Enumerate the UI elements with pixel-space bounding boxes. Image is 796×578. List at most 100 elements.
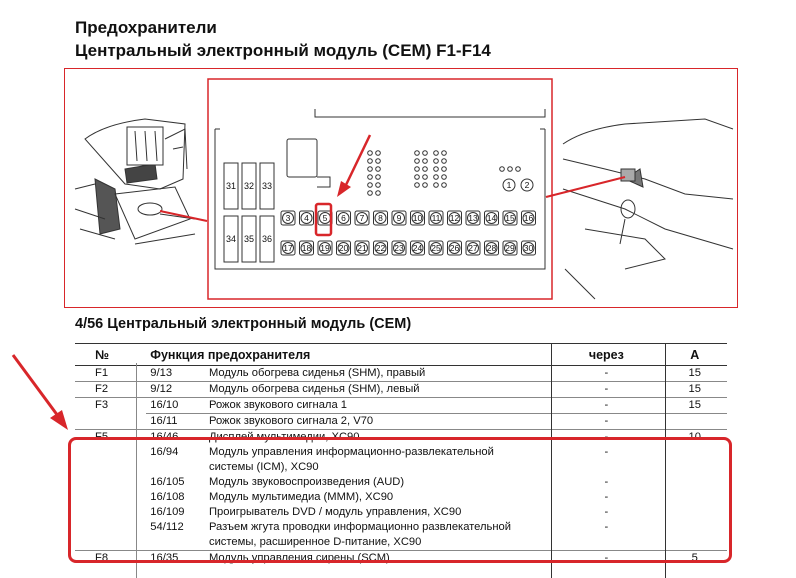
fuse-label: 2 — [525, 180, 530, 190]
fuse-label: 28 — [487, 243, 497, 253]
cell-func: Рожок звукового сигнала 2, V70 — [204, 413, 551, 430]
page-title: Предохранители — [75, 18, 217, 37]
fuse-6: 6 — [336, 210, 351, 226]
fuse-label: 8 — [378, 213, 383, 223]
fuse-10: 10 — [410, 210, 425, 226]
fuse-label: 3 — [286, 213, 291, 223]
cell-func: Модуль обогрева сиденья (SHM), левый — [204, 381, 551, 398]
table-header: № Функция предохранителя через A — [75, 343, 727, 366]
table-row: 16/109 Проигрыватель DVD / модуль управле… — [75, 505, 727, 520]
fuse-27: 27 — [465, 240, 481, 256]
fuse-3: 3 — [280, 210, 296, 226]
fuse-label: 34 — [226, 234, 236, 244]
fuse-label: 11 — [432, 213, 441, 223]
cell-amp: 15 — [662, 365, 727, 382]
connector-pins — [367, 150, 521, 196]
fuse-label: 9 — [397, 213, 402, 223]
cell-via: - — [604, 506, 609, 518]
cell-via: - — [604, 476, 609, 488]
fuse-21: 21 — [354, 240, 370, 256]
cell-func: Разъем жгута проводки информационно разв… — [208, 521, 512, 533]
fuse-9: 9 — [391, 210, 407, 226]
fuse-label: 20 — [339, 243, 349, 253]
fuse-16: 16 — [521, 210, 536, 226]
fuse-label: 23 — [394, 243, 404, 253]
fuse-5-highlight — [314, 202, 333, 237]
fuse-label: 17 — [283, 243, 293, 253]
fuse-20: 20 — [336, 240, 351, 256]
fuse-15: 15 — [502, 210, 518, 226]
f5-highlight-frame — [68, 437, 732, 563]
arrow-to-f5 — [11, 354, 68, 430]
arrow-head-fuse-5 — [337, 181, 351, 197]
fuse-11: 11 — [428, 210, 444, 226]
cell-code: 16/11 — [146, 413, 205, 430]
divider-func — [136, 363, 137, 578]
fuse-label: 5 — [323, 213, 328, 223]
cell-code: 9/12 — [146, 381, 205, 398]
fuse-32: 32 — [241, 162, 257, 210]
fuse-24: 24 — [410, 240, 425, 256]
page-subtitle: Центральный электронный модуль (CEM) F1-… — [75, 41, 491, 60]
col-via: через — [550, 343, 663, 366]
fuse-label: 33 — [262, 181, 272, 191]
fuse-7: 7 — [354, 210, 370, 226]
fuse-label: 19 — [320, 243, 330, 253]
fuse-17: 17 — [280, 240, 296, 256]
fuse-label: 29 — [505, 243, 515, 253]
cell-via: - — [604, 491, 609, 503]
table-row: системы, расширенное D-питание, XC90 — [75, 535, 727, 551]
cell-code: 16/109 — [150, 506, 185, 518]
fuse-4: 4 — [299, 210, 314, 226]
col-no: № — [75, 343, 147, 366]
fuse-group-left: 31 32 33 34 35 36 — [223, 162, 275, 263]
fuse-23: 23 — [391, 240, 407, 256]
fuse-1: 1 — [502, 178, 516, 192]
cell-func: Проигрыватель DVD / модуль управления, X… — [208, 506, 462, 518]
fuse-label: 6 — [341, 213, 346, 223]
fuse-label: 36 — [262, 234, 272, 244]
table-row: системы (ICM), XC90 — [75, 460, 727, 475]
table-row: 16/94 Модуль управления информационно-раз… — [75, 445, 727, 460]
fuse-13: 13 — [465, 210, 481, 226]
col-func: Функция предохранителя — [146, 343, 551, 366]
dashboard-left-sketch — [74, 118, 196, 245]
cell-no: F2 — [75, 381, 147, 398]
cell-func: Модуль звуковоспроизведения (AUD) — [208, 476, 405, 488]
cell-code: 16/94 — [150, 446, 179, 458]
fuse-label: 25 — [431, 243, 441, 253]
fuse-26: 26 — [447, 240, 462, 256]
fuse-34: 34 — [223, 215, 239, 263]
fuse-label: 10 — [413, 213, 423, 223]
fuse-label: 31 — [226, 181, 236, 191]
fuse-30: 30 — [521, 240, 536, 256]
cell-func: Модуль мультимедиа (MMM), XC90 — [208, 491, 394, 503]
fuse-28: 28 — [484, 240, 499, 256]
cell-func: Модуль управления информационно-развлека… — [208, 446, 494, 458]
fuse-35: 35 — [241, 215, 257, 263]
fuse-label: 13 — [468, 213, 478, 223]
cell-via: - — [604, 521, 609, 533]
fuse-29: 29 — [502, 240, 518, 256]
fuse-label: 1 — [507, 180, 512, 190]
fuse-label: 27 — [468, 243, 478, 253]
section-title: 4/56 Центральный электронный модуль (CEM… — [75, 316, 412, 332]
fuse-33: 33 — [259, 162, 275, 210]
cell-code: 16/10 — [146, 397, 205, 414]
cell-via: - — [550, 381, 663, 398]
fuse-label: 22 — [376, 243, 386, 253]
cell-no: F3 — [75, 397, 147, 414]
fuse-label: 7 — [360, 213, 365, 223]
cell-func: Рожок звукового сигнала 1 — [204, 397, 551, 414]
fuse-14: 14 — [484, 210, 499, 226]
